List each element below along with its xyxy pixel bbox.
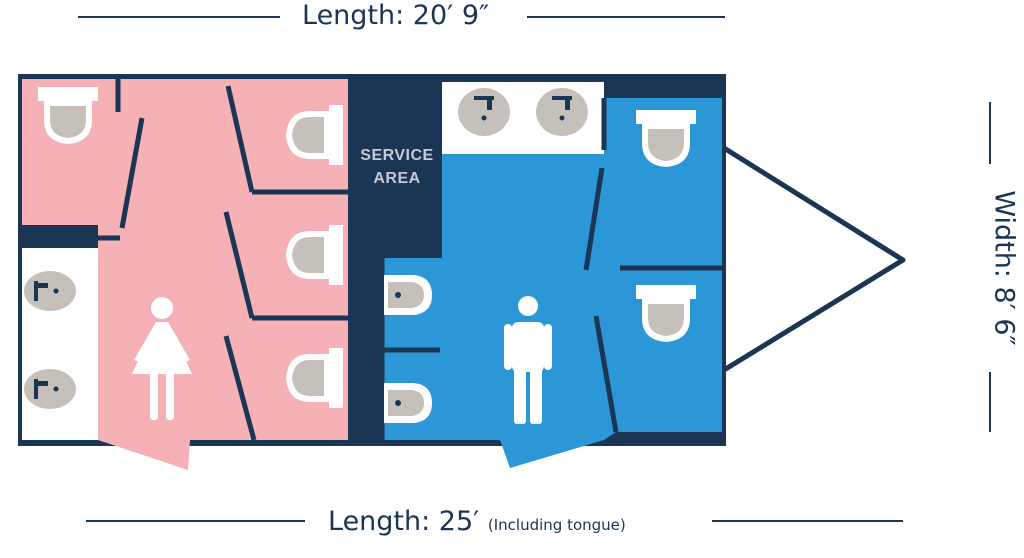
toilet-icons — [38, 87, 696, 408]
service-area-line1: SERVICE — [360, 147, 434, 164]
service-area-line2: AREA — [373, 170, 421, 187]
toilet-icon — [286, 225, 343, 285]
female-icon — [132, 297, 192, 420]
sink-icons — [24, 88, 588, 409]
urinal-icon — [384, 383, 432, 423]
sink-icon — [536, 88, 588, 136]
sink-icon — [24, 271, 76, 311]
toilet-icon — [38, 87, 98, 144]
trailer-tongue — [722, 145, 906, 373]
toilet-icon — [636, 110, 696, 167]
length-bottom-label: Length: 25′ (Including tongue) — [328, 506, 626, 537]
mens-main-area — [382, 98, 722, 440]
toilet-icon — [286, 348, 343, 408]
length-top-label: Length: 20′ 9″ — [302, 0, 490, 31]
service-area-label: SERVICE AREA — [346, 144, 448, 190]
sink-icon — [458, 88, 510, 136]
urinal-icons — [384, 275, 432, 423]
width-label: Width: 8′ 6″ — [988, 190, 1020, 346]
length-bottom-note: (Including tongue) — [487, 516, 626, 534]
sink-icon — [24, 369, 76, 409]
mens-partitions — [379, 98, 722, 440]
toilet-icon — [286, 105, 343, 165]
urinal-icon — [384, 275, 432, 315]
mens-side — [382, 98, 722, 468]
womens-door-swing — [98, 440, 190, 470]
mens-door-swing — [500, 440, 604, 468]
dimension-lines — [78, 16, 991, 522]
toilet-icon — [636, 285, 696, 342]
male-icon — [504, 296, 552, 424]
womens-partitions — [22, 79, 348, 441]
length-bottom-value: Length: 25′ — [328, 506, 480, 537]
